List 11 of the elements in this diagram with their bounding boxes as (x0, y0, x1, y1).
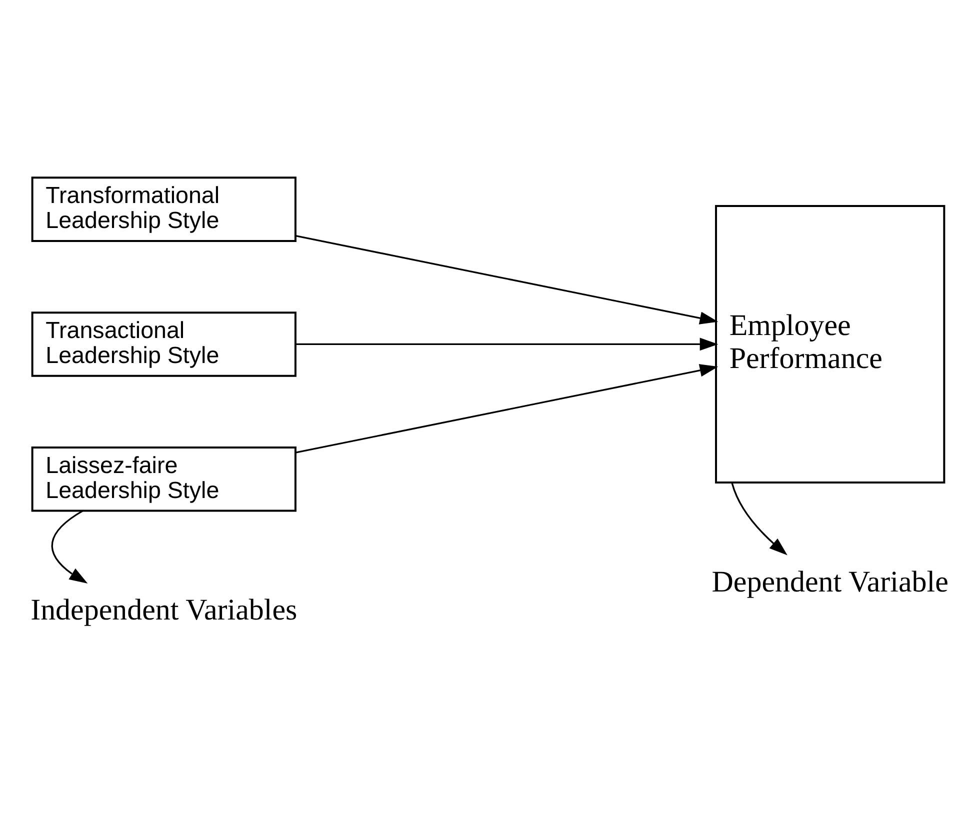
node-box: Transactional Leadership Style (31, 311, 296, 376)
node-box: Transformational Leadership Style (31, 176, 296, 242)
arrow (731, 482, 788, 555)
node-text: Independent Variables (30, 593, 298, 626)
node-box: Employee Performance (715, 204, 946, 483)
arrow (296, 364, 718, 453)
arrow (51, 510, 88, 583)
node-text: Dependent Variable (712, 564, 948, 598)
node-box: Laissez-faire Leadership Style (31, 446, 296, 512)
arrow (296, 234, 718, 324)
arrow (296, 337, 718, 350)
